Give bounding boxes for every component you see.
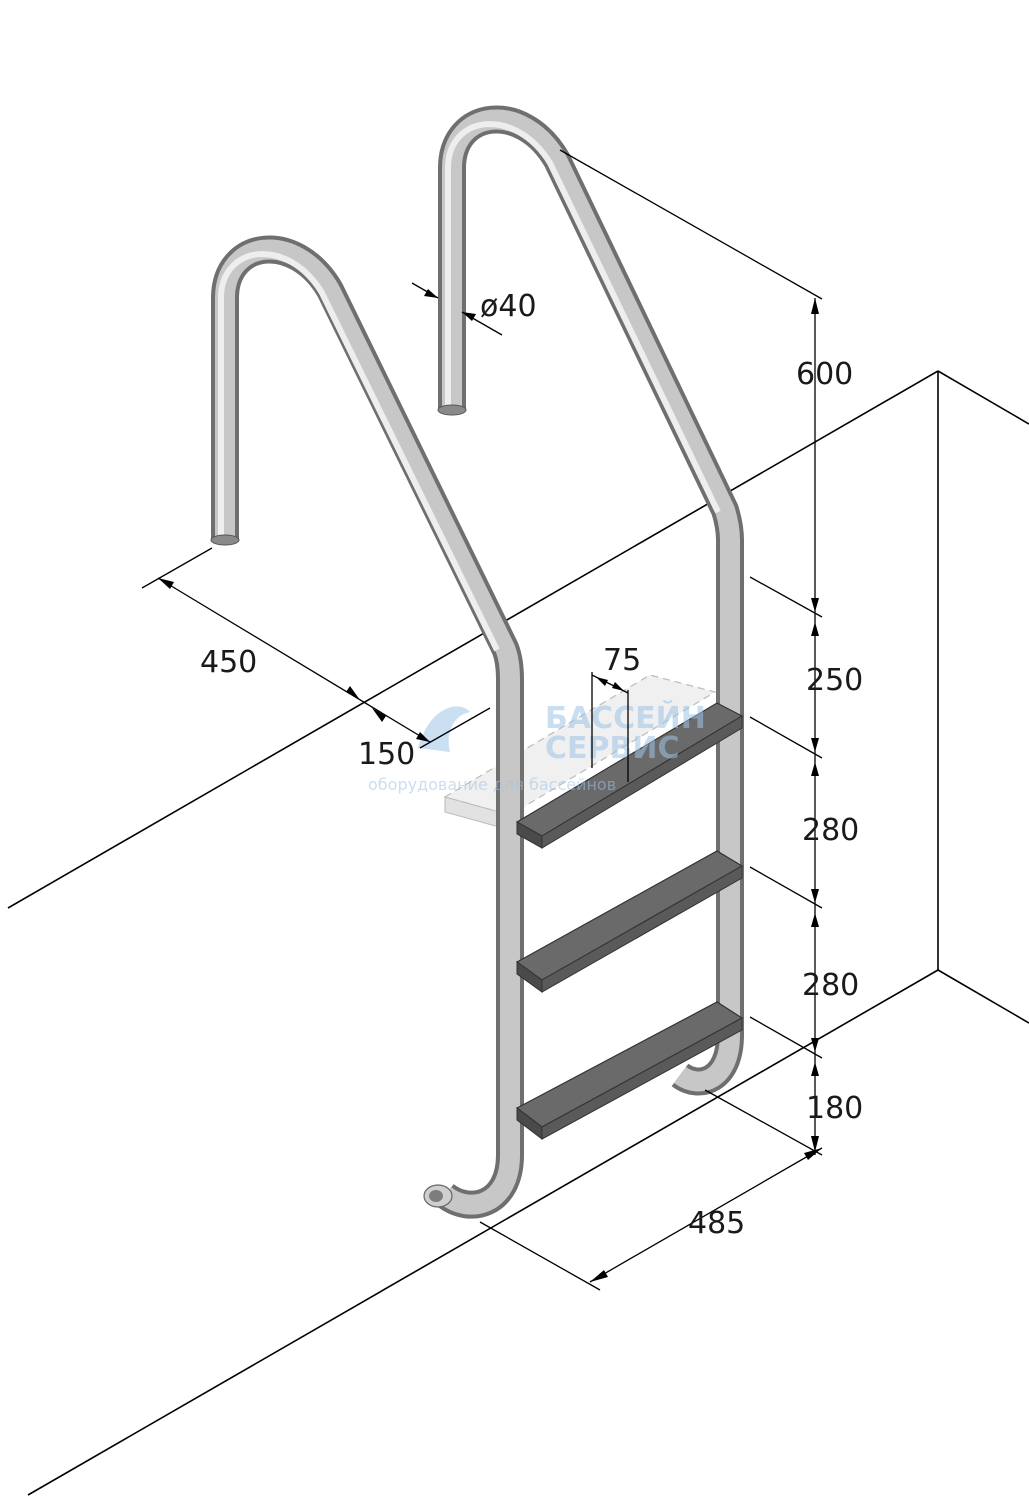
step-2: [515, 850, 744, 993]
step-3: [515, 1001, 744, 1141]
watermark-subtitle: оборудование для бассейнов: [368, 775, 616, 794]
dim-width-handrails: 450: [200, 645, 257, 680]
base-cap: [423, 1184, 453, 1208]
pool-edge: [7, 370, 1029, 1496]
dim-step-spacing-1: 250: [806, 663, 863, 698]
dim-width-base: 485: [688, 1206, 745, 1241]
dimension-labels: ø40 600 450 150 75 250 280 280 180 485: [200, 289, 863, 1241]
dim-step-spacing-2: 280: [802, 813, 859, 848]
dim-step-spacing-3: 280: [802, 968, 859, 1003]
dimension-lines: [141, 149, 823, 1291]
watermark: БАССЕЙН СЕРВИС оборудование для бассейно…: [368, 700, 706, 794]
dim-offset: 150: [358, 737, 415, 772]
dim-step-depth: 75: [603, 643, 641, 678]
wave-icon: [418, 706, 470, 752]
dim-height-top: 600: [796, 357, 853, 392]
dim-diameter: ø40: [480, 289, 537, 324]
handrail-left: [210, 235, 524, 1219]
handrail-right: [437, 105, 744, 1096]
watermark-title-1: БАССЕЙН: [545, 700, 706, 736]
watermark-title-2: СЕРВИС: [545, 731, 680, 766]
step-1: [515, 702, 744, 849]
dim-bottom: 180: [806, 1091, 863, 1126]
